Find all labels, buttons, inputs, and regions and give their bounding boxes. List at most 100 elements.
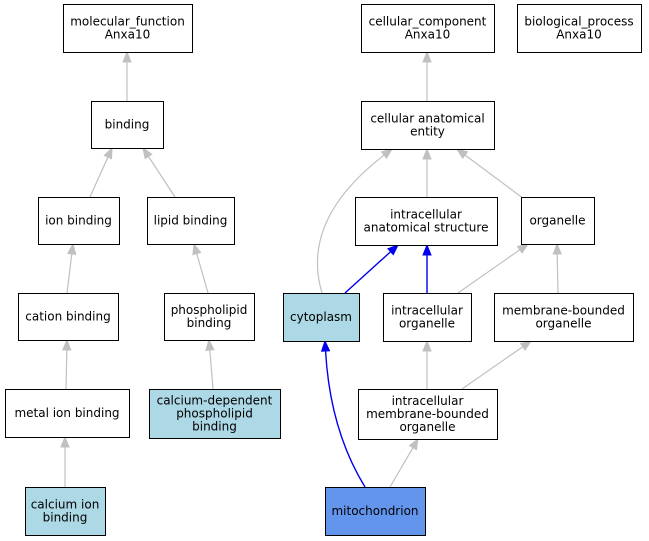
node-binding[interactable]: binding <box>91 101 164 149</box>
node-box <box>147 197 235 245</box>
node-label-line: organelle <box>529 214 585 228</box>
node-box <box>521 197 595 245</box>
node-box <box>325 487 426 536</box>
node-box <box>361 101 495 150</box>
arrowhead <box>516 243 530 254</box>
edge-cytoplasm-to-intracellular-anatomical-structure <box>344 244 399 294</box>
node-label-line: binding <box>192 420 237 434</box>
arrowhead <box>320 339 331 352</box>
arrowhead <box>380 148 394 160</box>
node-label-line: organelle <box>535 317 591 331</box>
node-label-line: phospholipid <box>176 407 253 421</box>
node-label-line: Anxa10 <box>556 28 602 42</box>
node-lipid-binding[interactable]: lipid binding <box>147 197 235 245</box>
edge-binding-to-molecular-function <box>122 50 132 101</box>
arrowhead <box>205 338 215 351</box>
node-label-line: calcium-dependent <box>157 394 273 408</box>
arrowhead <box>519 340 533 351</box>
edge-ion-binding-to-binding <box>89 146 113 198</box>
node-label-line: cation binding <box>25 310 110 324</box>
node-label-line: mitochondrion <box>331 504 418 518</box>
arrowhead <box>387 244 399 256</box>
node-label-line: membrane-bounded <box>366 407 489 421</box>
node-cation-binding[interactable]: cation binding <box>18 293 119 341</box>
node-label-line: ion binding <box>45 214 112 228</box>
arrowhead <box>62 338 72 351</box>
node-label-line: phospholipid <box>171 303 248 317</box>
arrowhead <box>192 242 202 256</box>
node-box <box>358 389 498 440</box>
arrowhead <box>422 50 432 63</box>
edge-mitochondrion-to-intracellular-membrane-bounded-organelle <box>389 437 419 488</box>
node-box <box>38 197 120 245</box>
edge-lipid-binding-to-binding <box>142 146 176 198</box>
edge-organelle-to-cellular-anatomical-entity <box>455 148 525 200</box>
node-label-line: cellular anatomical <box>370 112 484 126</box>
node-label-line: Anxa10 <box>405 28 451 42</box>
node-box <box>5 389 130 438</box>
node-metal-ion-binding[interactable]: metal ion binding <box>5 389 130 438</box>
edge-intracellular-membrane-bounded-organelle-to-intracellular-organelle <box>422 339 432 389</box>
arrowhead <box>142 146 153 160</box>
node-cytoplasm[interactable]: cytoplasm <box>283 293 360 342</box>
node-box <box>149 389 281 439</box>
node-label-line: anatomical structure <box>364 221 489 235</box>
edge-metal-ion-binding-to-cation-binding <box>62 338 72 390</box>
node-label-line: organelle <box>399 420 455 434</box>
arrowhead <box>552 242 562 255</box>
node-label-line: calcium ion <box>31 498 100 512</box>
edge-calcium-ion-binding-to-metal-ion-binding <box>60 435 70 487</box>
node-label-line: Anxa10 <box>105 28 151 42</box>
node-label-line: organelle <box>399 317 455 331</box>
edges-layer <box>60 50 562 488</box>
node-ion-binding[interactable]: ion binding <box>38 197 120 245</box>
node-label-line: binding <box>105 118 150 132</box>
node-label-line: cytoplasm <box>290 310 352 324</box>
node-box <box>355 197 498 246</box>
node-label-line: intracellular <box>390 208 462 222</box>
edge-cytoplasm-to-cellular-anatomical-entity <box>316 148 394 294</box>
node-box <box>517 4 642 53</box>
arrowhead <box>422 339 432 352</box>
node-box <box>63 4 193 53</box>
arrowhead <box>103 146 113 160</box>
node-label-line: metal ion binding <box>14 406 119 420</box>
node-box <box>494 293 634 342</box>
arrowhead <box>408 437 419 451</box>
arrowhead <box>67 242 77 255</box>
edge-cellular-anatomical-entity-to-cellular-component <box>422 50 432 101</box>
node-mitochondrion[interactable]: mitochondrion <box>325 487 426 536</box>
edge-intracellular-membrane-bounded-organelle-to-membrane-bounded-organelle <box>461 340 533 390</box>
node-label-line: biological_process <box>524 15 633 29</box>
node-label-line: cellular_component <box>369 15 487 29</box>
edge-cation-binding-to-ion-binding <box>66 242 77 294</box>
node-box <box>383 293 472 342</box>
node-label-line: binding <box>187 316 232 330</box>
node-label-line: entity <box>410 125 445 139</box>
arrowhead <box>60 435 70 448</box>
edge-calcium-dependent-phospholipid-binding-to-phospholipid-binding <box>205 338 215 390</box>
edge-membrane-bounded-organelle-to-organelle <box>552 242 562 294</box>
edge-intracellular-organelle-to-intracellular-anatomical-structure <box>422 243 432 293</box>
arrowhead <box>455 148 469 160</box>
arrowhead <box>422 147 432 160</box>
node-label-line: binding <box>43 511 88 525</box>
node-box <box>361 4 495 53</box>
node-organelle[interactable]: organelle <box>521 197 595 245</box>
edge-intracellular-organelle-to-organelle <box>457 243 530 294</box>
edge-intracellular-anatomical-structure-to-cellular-anatomical-entity <box>422 147 432 197</box>
node-box <box>91 101 164 149</box>
